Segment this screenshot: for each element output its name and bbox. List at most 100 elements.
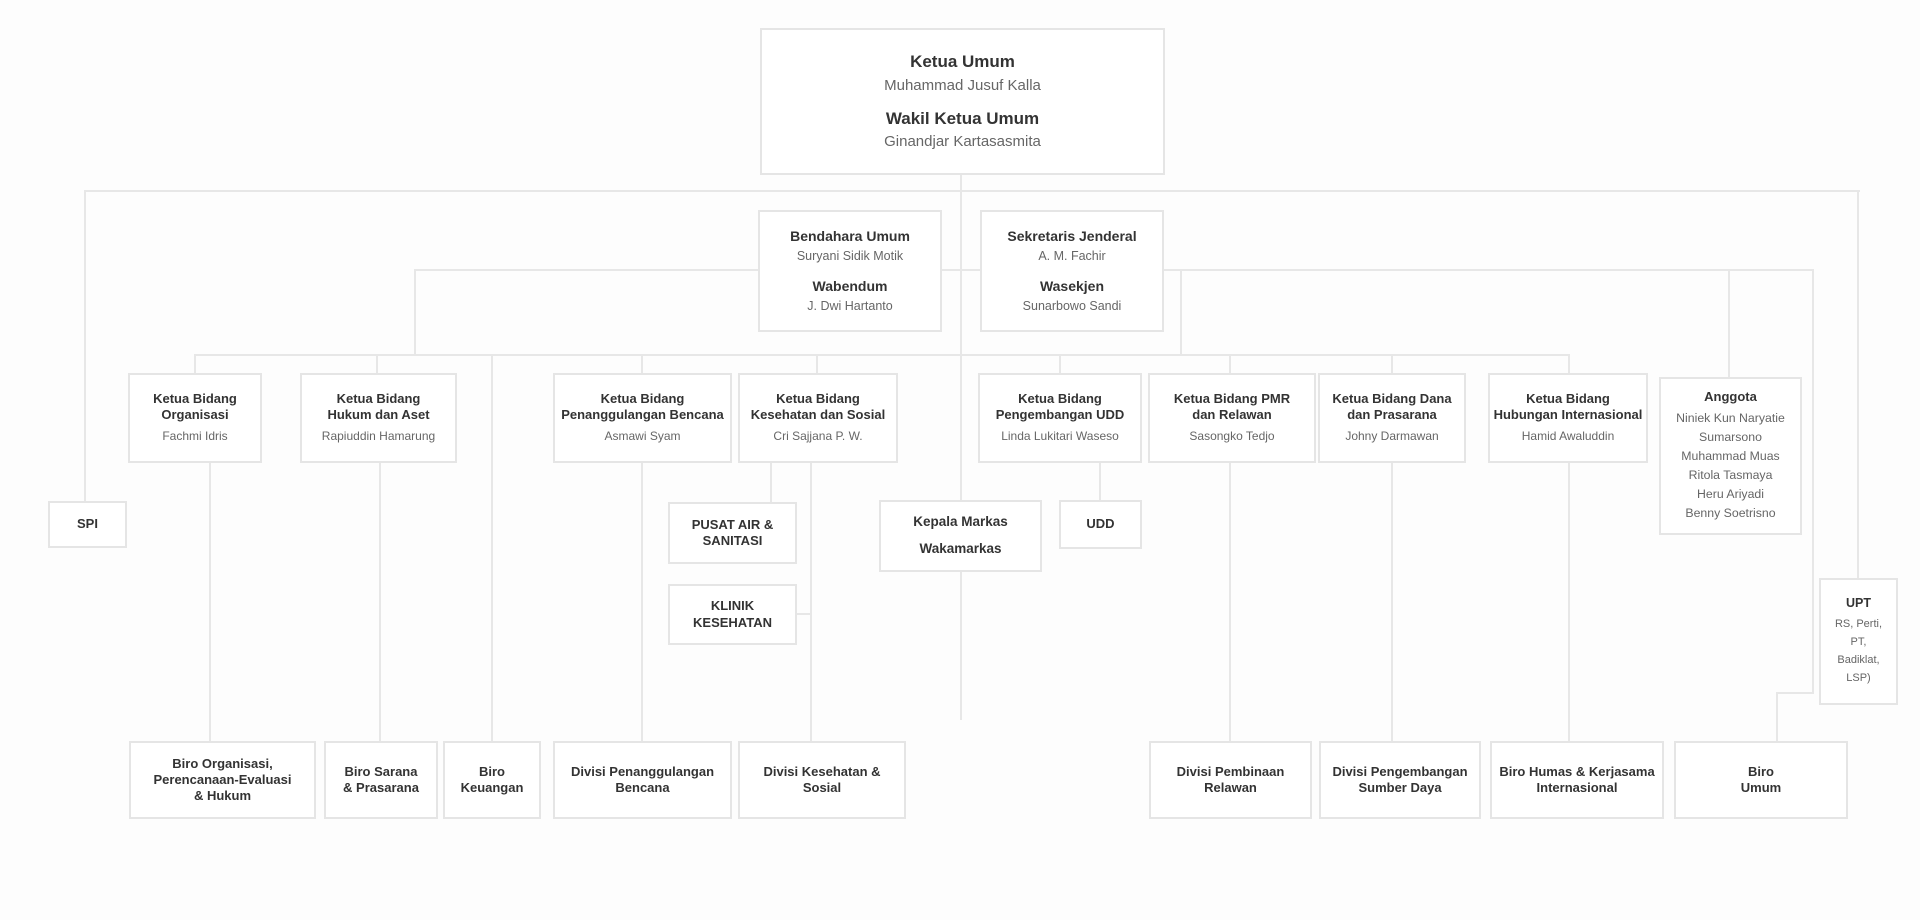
connector-stub-organisasi (194, 354, 196, 374)
connector-bidang-rail (194, 354, 1570, 356)
connector-hubungan-to-humas (1568, 462, 1570, 742)
connector-markas-descender (960, 571, 962, 720)
connector-kesehatan-to-divisi (810, 462, 812, 742)
connector-bencana-to-divisi (641, 462, 643, 742)
node-title: Wakil Ketua Umum (885, 109, 1040, 128)
node-sekretaris-jenderal: Sekretaris Jenderal A. M. Fachir Wasekje… (980, 210, 1164, 332)
connector-mid-drop-left (414, 269, 416, 356)
node-ketua-umum: Ketua Umum Muhammad Jusuf Kalla Wakil Ke… (760, 28, 1165, 175)
node-title: KLINIK KESEHATAN (693, 598, 772, 630)
node-title: Divisi Pembinaan Relawan (1176, 763, 1285, 795)
connector-stub-pmr (1229, 354, 1231, 374)
node-person: Asmawi Syam (604, 429, 681, 444)
connector-organisasi-to-biro (209, 462, 211, 742)
connector-stub-kesehatan (816, 354, 818, 374)
node-title: Ketua Bidang Pengembangan UDD (995, 390, 1125, 423)
node-biro-organisasi-perencanaan: Biro Organisasi, Perencanaan-Evaluasi & … (129, 741, 316, 819)
connector-center-spine (960, 175, 962, 502)
connector-anggota-stub (1728, 269, 1730, 379)
node-person: Rapiuddin Hamarung (321, 429, 436, 444)
node-title: Ketua Bidang Penanggulangan Bencana (561, 390, 724, 423)
node-title: Ketua Bidang PMR dan Relawan (1173, 390, 1291, 423)
node-title: UDD (1086, 516, 1115, 532)
node-title: Bendahara Umum (790, 227, 910, 244)
node-title: Biro Organisasi, Perencanaan-Evaluasi & … (153, 755, 292, 804)
anggota-member: Ritola Tasmaya (1688, 468, 1773, 483)
node-divisi-penanggulangan-bencana: Divisi Penanggulangan Bencana (553, 741, 732, 819)
node-title: Wasekjen (1039, 277, 1105, 294)
node-bidang-pmr-relawan: Ketua Bidang PMR dan Relawan Sasongko Te… (1148, 373, 1316, 463)
upt-line: PT, (1850, 635, 1867, 648)
connector-hukum-to-sarana (379, 462, 381, 742)
node-person: Sunarbowo Sandi (1022, 299, 1122, 313)
node-person: Suryani Sidik Motik (796, 249, 904, 264)
connector-spi-drop (84, 190, 86, 501)
node-bidang-pengembangan-udd: Ketua Bidang Pengembangan UDD Linda Luki… (978, 373, 1142, 463)
connector-stub-dana (1391, 354, 1393, 374)
node-title: Ketua Bidang Dana dan Prasarana (1332, 390, 1452, 423)
connector-stub-hukum (376, 354, 378, 374)
connector-biro-umum-stub (1776, 692, 1778, 742)
connector-dana-to-pengembangan (1391, 462, 1393, 742)
node-bidang-dana-prasarana: Ketua Bidang Dana dan Prasarana Johny Da… (1318, 373, 1466, 463)
upt-line: LSP) (1846, 671, 1871, 684)
upt-line: Badiklat, (1837, 653, 1880, 666)
node-title: Ketua Bidang Kesehatan dan Sosial (750, 390, 886, 423)
node-person: Hamid Awaluddin (1521, 429, 1615, 444)
connector-top-rail (84, 190, 1860, 192)
anggota-member: Niniek Kun Naryatie (1676, 410, 1785, 425)
node-title: Sekretaris Jenderal (1007, 227, 1137, 244)
node-pusat-air-sanitasi: PUSAT AIR & SANITASI (668, 502, 797, 564)
connector-upt-drop (1857, 190, 1859, 580)
node-anggota: Anggota Niniek Kun Naryatie Sumarsono Mu… (1659, 377, 1802, 535)
connector-stub-hubungan (1568, 354, 1570, 374)
node-title: Wakamarkas (919, 541, 1002, 556)
node-title: Ketua Bidang Hukum dan Aset (327, 390, 430, 423)
node-title: UPT (1846, 595, 1871, 610)
node-title: Anggota (1704, 388, 1757, 404)
node-divisi-pembinaan-relawan: Divisi Pembinaan Relawan (1149, 741, 1312, 819)
node-bidang-hubungan-internasional: Ketua Bidang Hubungan Internasional Hami… (1488, 373, 1648, 463)
node-bendahara-umum: Bendahara Umum Suryani Sidik Motik Waben… (758, 210, 942, 332)
connector-pmr-to-pembinaan (1229, 462, 1231, 742)
node-divisi-pengembangan-sumber-daya: Divisi Pengembangan Sumber Daya (1319, 741, 1481, 819)
connector-rail-to-keuangan (491, 354, 493, 742)
node-kepala-markas: Kepala Markas Wakamarkas (879, 500, 1042, 572)
upt-line: RS, Perti, (1834, 617, 1883, 630)
node-bidang-penanggulangan-bencana: Ketua Bidang Penanggulangan Bencana Asma… (553, 373, 732, 463)
connector-mid-drop-right (1180, 269, 1182, 356)
node-title: PUSAT AIR & SANITASI (691, 516, 774, 548)
node-title: Divisi Pengembangan Sumber Daya (1332, 763, 1468, 795)
node-title: Wabendum (812, 277, 888, 294)
node-title: Divisi Kesehatan & Sosial (763, 763, 881, 795)
node-title: Divisi Penanggulangan Bencana (570, 763, 715, 795)
node-title: Ketua Bidang Organisasi (153, 390, 237, 423)
node-biro-keuangan: Biro Keuangan (443, 741, 541, 819)
connector-udd-stub (1099, 462, 1101, 502)
connector-biro-umum-jog (1776, 692, 1814, 694)
node-person: Linda Lukitari Waseso (1001, 429, 1119, 444)
anggota-member: Heru Ariyadi (1697, 487, 1764, 502)
node-person: Johny Darmawan (1345, 429, 1439, 444)
node-title: Biro Keuangan (460, 763, 524, 795)
node-spi: SPI (48, 501, 127, 548)
node-person: J. Dwi Hartanto (807, 299, 893, 313)
connector-stub-bencana (641, 354, 643, 374)
node-title: Ketua Umum (910, 52, 1015, 72)
node-klinik-kesehatan: KLINIK KESEHATAN (668, 584, 797, 645)
connector-kesehatan-to-pusat-air (770, 462, 772, 504)
node-bidang-kesehatan-sosial: Ketua Bidang Kesehatan dan Sosial Cri Sa… (738, 373, 898, 463)
connector-stub-udd (1059, 354, 1061, 374)
node-bidang-organisasi: Ketua Bidang Organisasi Fachmi Idris (128, 373, 262, 463)
node-person: Fachmi Idris (162, 429, 228, 444)
node-upt: UPT RS, Perti, PT, Badiklat, LSP) (1819, 578, 1898, 705)
node-divisi-kesehatan-sosial: Divisi Kesehatan & Sosial (738, 741, 906, 819)
node-person: Sasongko Tedjo (1189, 429, 1275, 444)
connector-klinik-stub (796, 613, 812, 615)
node-title: SPI (77, 516, 98, 532)
connector-biro-umum-drop (1812, 269, 1814, 694)
node-bidang-hukum-aset: Ketua Bidang Hukum dan Aset Rapiuddin Ha… (300, 373, 457, 463)
anggota-member: Benny Soetrisno (1685, 506, 1776, 521)
node-title: Biro Humas & Kerjasama Internasional (1499, 763, 1655, 795)
